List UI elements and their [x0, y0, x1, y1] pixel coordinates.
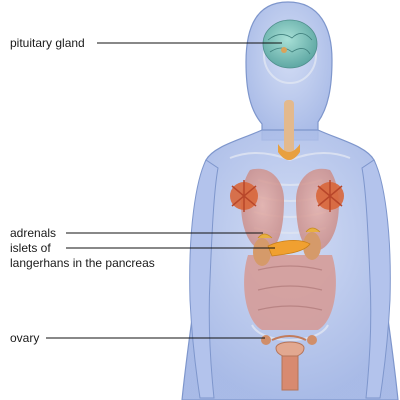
ovaries-uterus [261, 335, 317, 391]
ovary-label: ovary [10, 331, 40, 345]
islets-label-line1: islets of [10, 241, 51, 255]
thyroid-gland [278, 100, 300, 160]
pancreas [267, 240, 311, 257]
pituitary-gland-label: pituitary gland [10, 36, 85, 50]
pituitary-gland-marker [281, 47, 287, 53]
adrenals-kidneys [253, 227, 321, 266]
islets-label-line2: langerhans in the pancreas [10, 256, 155, 270]
mammary-glands [230, 180, 344, 212]
brain [262, 19, 318, 69]
adrenals-label: adrenals [10, 226, 57, 240]
